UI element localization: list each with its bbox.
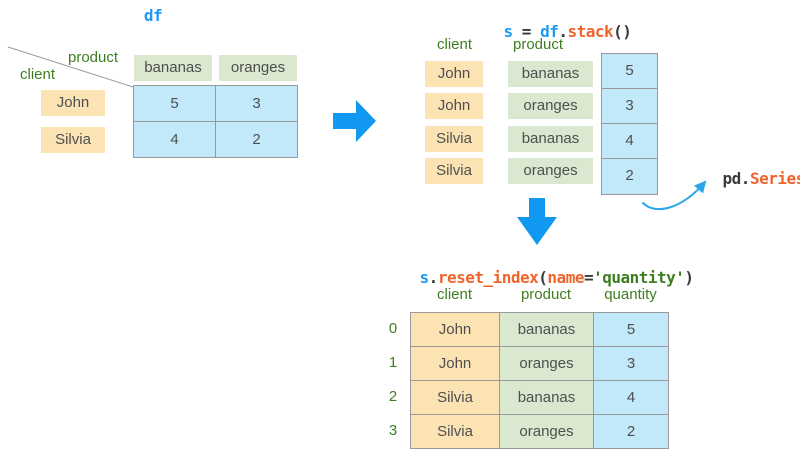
product-cell: oranges xyxy=(499,414,594,449)
stack-client-cell: John xyxy=(425,93,483,119)
code-token: . xyxy=(428,268,439,287)
table-row: 4 2 xyxy=(133,121,298,158)
df-title: df xyxy=(143,6,163,25)
client-cell: John xyxy=(410,346,500,381)
code-token: df xyxy=(540,22,559,41)
stack-header-client: client xyxy=(437,36,473,53)
arrow-down-icon xyxy=(517,198,557,245)
df-cell: 4 xyxy=(133,121,216,158)
stack-client-cell: Silvia xyxy=(425,158,483,184)
code-token: Series xyxy=(749,169,800,188)
df-col-header: bananas xyxy=(134,55,212,81)
reset-index-expression: s.reset_index(name='quantity') xyxy=(383,249,695,306)
df-cell: 5 xyxy=(133,85,216,122)
stack-client-cell: John xyxy=(425,61,483,87)
code-token: () xyxy=(613,22,632,41)
code-token: ( xyxy=(538,268,548,287)
df-values-table: 5 3 4 2 xyxy=(133,85,298,158)
df-cell: 2 xyxy=(215,121,298,158)
stack-client-cell: Silvia xyxy=(425,126,483,152)
stack-product-cell: bananas xyxy=(508,61,593,87)
code-token: ) xyxy=(684,268,694,287)
df-row-header: John xyxy=(41,90,105,116)
table-row: John oranges 3 xyxy=(410,346,669,381)
code-token: reset_index xyxy=(437,268,539,287)
client-cell: John xyxy=(410,312,500,347)
quantity-cell: 3 xyxy=(593,346,669,381)
client-cell: Silvia xyxy=(410,380,500,415)
curved-arrow-icon xyxy=(642,180,707,211)
stack-product-cell: oranges xyxy=(508,158,593,184)
code-token: = xyxy=(512,22,541,41)
stack-value-cell: 2 xyxy=(625,167,634,184)
df-col-header: oranges xyxy=(219,55,297,81)
quantity-cell: 4 xyxy=(593,380,669,415)
code-token: . xyxy=(558,22,568,41)
arrow-right-icon xyxy=(333,100,376,142)
df-row-header: Silvia xyxy=(41,127,105,153)
stack-value-cell: 5 xyxy=(602,54,657,89)
client-cell: Silvia xyxy=(410,414,500,449)
diagonal-divider-line xyxy=(7,46,134,88)
df-cell: 3 xyxy=(215,85,298,122)
product-cell: bananas xyxy=(499,312,594,347)
stack-value-cell: 4 xyxy=(602,124,657,159)
stack-value-cell: 3 xyxy=(602,89,657,124)
product-cell: bananas xyxy=(499,380,594,415)
stack-product-cell: bananas xyxy=(508,126,593,152)
product-cell: oranges xyxy=(499,346,594,381)
series-annotation: pd.Series() xyxy=(686,150,800,207)
stack-values-column: 5 3 4 2 xyxy=(601,53,658,195)
code-token: 'quantity' xyxy=(593,268,685,287)
df-columns-axis-label: product xyxy=(68,49,119,66)
reset-header-client: client xyxy=(436,286,473,303)
stack-header-product: product xyxy=(513,36,564,53)
table-row: Silvia oranges 2 xyxy=(410,414,669,449)
table-row: John bananas 5 xyxy=(410,312,669,347)
row-index: 3 xyxy=(388,422,398,439)
stack-product-cell: oranges xyxy=(508,93,593,119)
quantity-cell: 5 xyxy=(593,312,669,347)
reset-header-product: product xyxy=(520,286,572,303)
df-rows-axis-label: client xyxy=(20,66,56,83)
reset-header-quantity: quantity xyxy=(604,286,657,303)
code-token: stack xyxy=(567,22,614,41)
code-token: pd. xyxy=(722,169,751,188)
table-row: 5 3 xyxy=(133,85,298,122)
code-token: s xyxy=(419,268,430,287)
stack-expression: s = df.stack() xyxy=(467,3,632,60)
code-token: = xyxy=(583,268,594,287)
row-index: 0 xyxy=(388,320,398,337)
reset-index-table: John bananas 5 John oranges 3 Silvia ban… xyxy=(410,312,669,449)
code-token: name xyxy=(547,268,584,287)
row-index: 1 xyxy=(388,354,398,371)
row-index: 2 xyxy=(388,388,398,405)
quantity-cell: 2 xyxy=(593,414,669,449)
table-row: Silvia bananas 4 xyxy=(410,380,669,415)
code-token: s xyxy=(503,22,514,41)
